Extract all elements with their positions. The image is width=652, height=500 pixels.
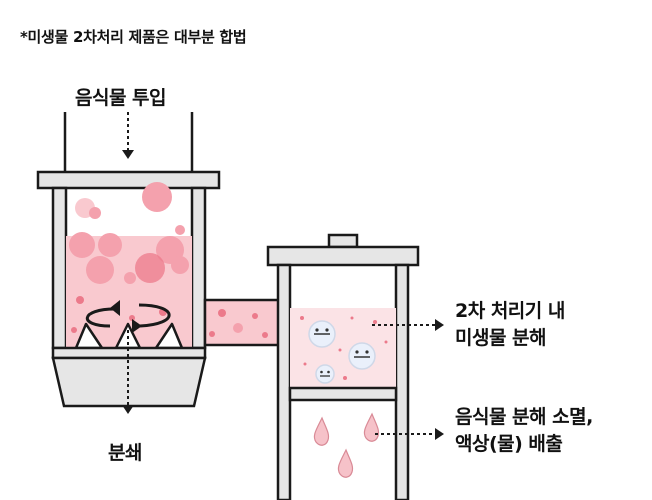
label-secondary-line1: 2차 처리기 내: [455, 300, 565, 322]
droplet-icon: [363, 412, 380, 442]
discharge-arrow: [375, 428, 444, 440]
label-extinct: 음식물 분해 소멸, 액상(물) 배출: [455, 404, 593, 458]
note-heading: *미생물 2차처리 제품은 대부분 합법: [20, 28, 247, 46]
food-particles: [69, 182, 189, 333]
label-extinct-line2: 액상(물) 배출: [455, 433, 563, 455]
droplet-icon: [313, 416, 330, 446]
label-secondary-line2: 미생물 분해: [455, 327, 547, 349]
primary-grinder: [36, 170, 221, 408]
droplet-icon: [337, 448, 354, 478]
input-chute: [63, 112, 194, 172]
microbe-icon: [315, 364, 335, 384]
microbe-icon: [308, 320, 336, 348]
label-secondary: 2차 처리기 내 미생물 분해: [455, 298, 565, 352]
label-extinct-line1: 음식물 분해 소멸,: [455, 406, 593, 428]
label-input: 음식물 투입: [75, 87, 167, 109]
rotation-arrow-icon: [85, 300, 171, 333]
label-crush: 분쇄: [108, 442, 142, 464]
secondary-processor: [266, 233, 420, 500]
secondary-arrow: [372, 319, 444, 331]
microbe-icon: [348, 342, 376, 370]
input-arrow: [122, 112, 134, 159]
connecting-pipe: [203, 298, 282, 347]
crush-arrow: [122, 330, 134, 414]
